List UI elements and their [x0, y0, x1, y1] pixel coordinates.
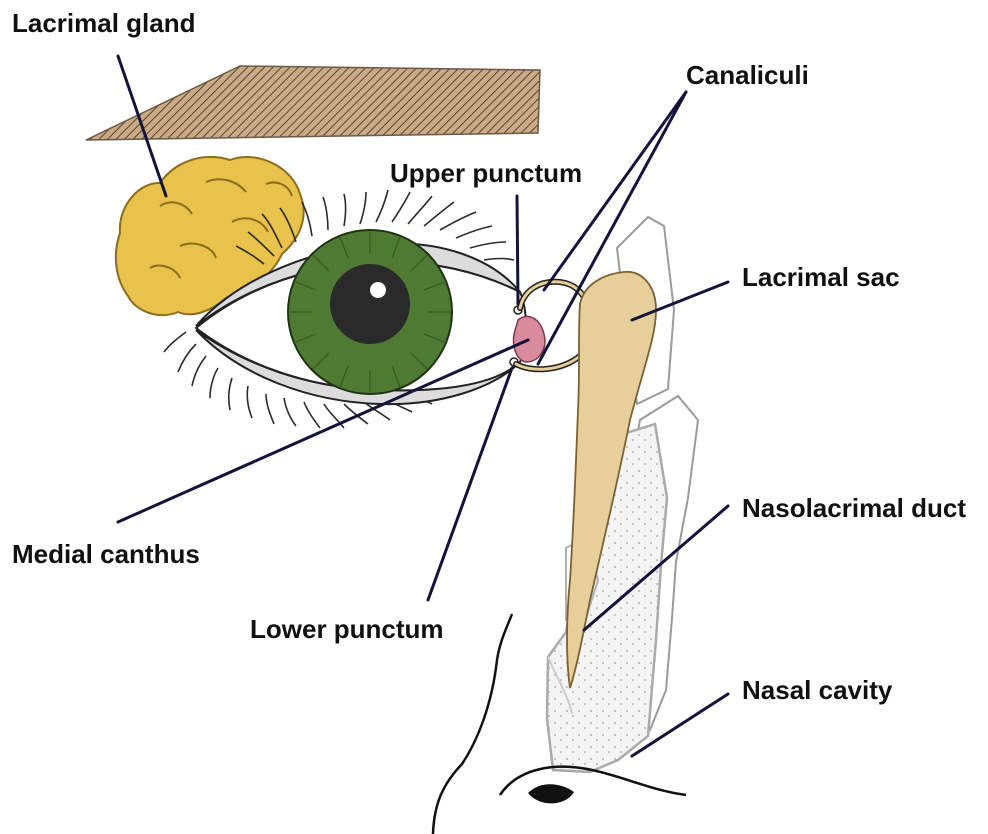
- label-nasal-cavity: Nasal cavity: [742, 677, 892, 703]
- label-canaliculi: Canaliculi: [686, 62, 809, 88]
- label-medial-canthus: Medial canthus: [12, 541, 200, 567]
- label-nasolacrimal-duct: Nasolacrimal duct: [742, 495, 966, 521]
- nose-profile: [433, 614, 512, 834]
- pupil: [330, 264, 410, 344]
- nostril: [528, 784, 574, 803]
- upper-canaliculus: [520, 282, 588, 308]
- leader-lower-punctum: [428, 368, 512, 600]
- label-lacrimal-gland: Lacrimal gland: [12, 10, 196, 36]
- label-upper-punctum: Upper punctum: [390, 160, 582, 186]
- label-lacrimal-sac: Lacrimal sac: [742, 264, 900, 290]
- leader-upper-punctum: [517, 196, 518, 304]
- eyebrow: [86, 66, 540, 140]
- nostril-outline: [500, 767, 686, 795]
- pupil-highlight: [370, 282, 386, 298]
- upper-canaliculus-fill: [520, 282, 588, 308]
- label-lower-punctum: Lower punctum: [250, 616, 444, 642]
